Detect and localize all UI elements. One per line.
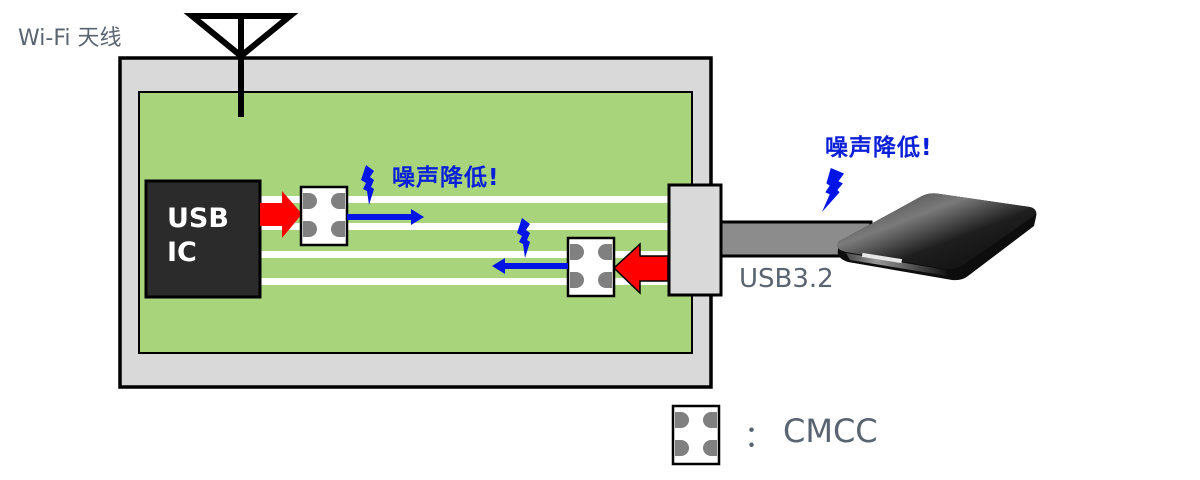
cmcc-filter-icon [299,185,349,247]
noisy-signal-arrow-out [260,191,302,238]
usb-ic-chip [144,179,262,299]
legend-cmcc-icon [671,404,721,466]
filtered-signal-arrow-in [492,258,568,274]
usb-connector [667,183,723,297]
legend-separator: ： [744,420,774,455]
external-hard-drive-icon [837,193,1037,281]
usb-cable-label: USB3.2 [739,264,834,294]
usb-ic-line2: IC [167,237,197,268]
signal-traces [260,196,670,285]
cmcc-filter-icon [566,236,616,298]
noise-reduction-label: 噪声降低! [825,135,933,161]
legend-cmcc-label: CMCC [783,412,878,450]
filtered-signal-arrow-out [347,209,424,225]
usb-ic-line1: USB [167,203,229,234]
noise-reduction-label: 噪声降低! [392,165,500,191]
antenna-label: Wi-Fi 天线 [18,26,122,51]
noise-bolt-icon [822,168,844,212]
noisy-signal-arrow-in [612,242,669,295]
usb-ic-label: USB IC [145,180,261,298]
